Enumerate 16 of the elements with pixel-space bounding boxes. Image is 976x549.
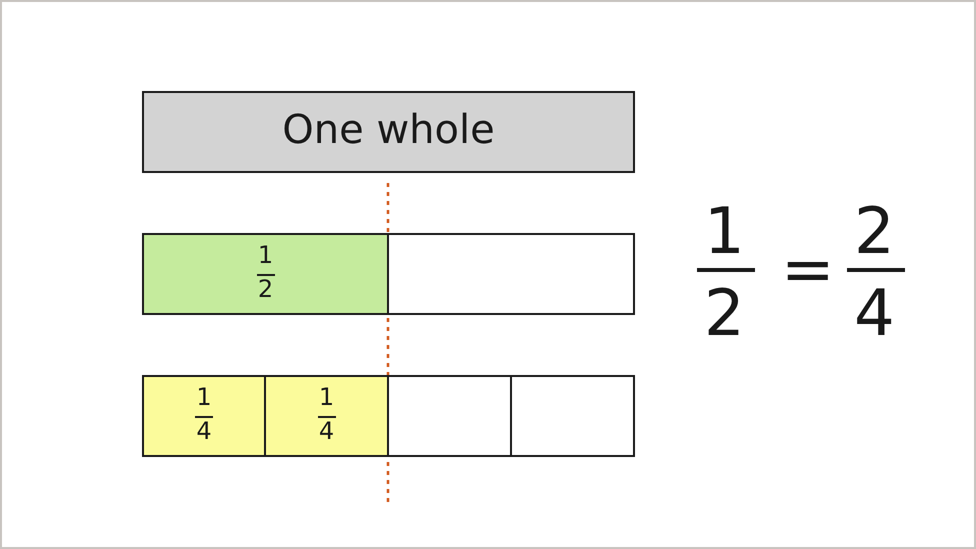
bar-label: One whole bbox=[281, 107, 496, 153]
fraction-part bbox=[142, 233, 389, 315]
fraction-part bbox=[264, 375, 389, 457]
denominator: 4 bbox=[195, 417, 213, 445]
denominator: 2 bbox=[704, 282, 745, 346]
numerator: 2 bbox=[854, 200, 895, 264]
equals-sign: = bbox=[781, 238, 835, 302]
numerator: 1 bbox=[256, 241, 274, 269]
numerator: 1 bbox=[704, 200, 745, 264]
numerator: 1 bbox=[318, 383, 336, 411]
numerator: 1 bbox=[195, 383, 213, 411]
fraction-part bbox=[142, 375, 266, 457]
denominator: 4 bbox=[318, 417, 336, 445]
whole-bar bbox=[142, 91, 635, 173]
denominator: 4 bbox=[854, 282, 895, 346]
denominator: 2 bbox=[256, 275, 274, 303]
